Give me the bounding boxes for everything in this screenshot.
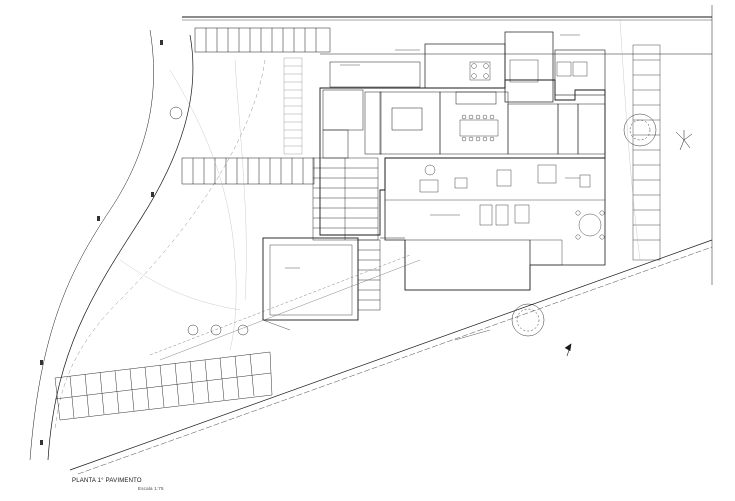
site-boundary: [69, 5, 713, 475]
interior-rooms: [322, 89, 606, 159]
parking-right: [632, 44, 661, 261]
annotation-ticks: [285, 34, 580, 341]
staircase: [312, 157, 381, 311]
drawing-title: PLANTA 1° PAVIMENTO: [72, 478, 142, 484]
ramp-hatch: [283, 57, 303, 155]
dining-table: [459, 114, 499, 142]
parking-top: [194, 27, 331, 53]
drawing-scale: Escala 1:75: [138, 486, 164, 491]
building-main: [319, 31, 606, 236]
garage-block: [262, 237, 405, 331]
garden-path: [149, 254, 421, 361]
building-lower-wing: [384, 158, 606, 291]
palm-icon: [675, 130, 693, 151]
lounge-furniture: [419, 164, 605, 240]
north-arrow-icon: [564, 343, 572, 357]
car-icon: [40, 40, 163, 445]
parking-middle: [181, 157, 315, 185]
parking-bottom: [54, 351, 273, 421]
drawing-caption: PLANTA 1° PAVIMENTO Escala 1:75: [72, 478, 164, 491]
bedroom-upper: [469, 59, 588, 83]
access-road: [29, 29, 266, 461]
contour-lines: [119, 19, 641, 351]
tree-icon: [169, 106, 657, 337]
